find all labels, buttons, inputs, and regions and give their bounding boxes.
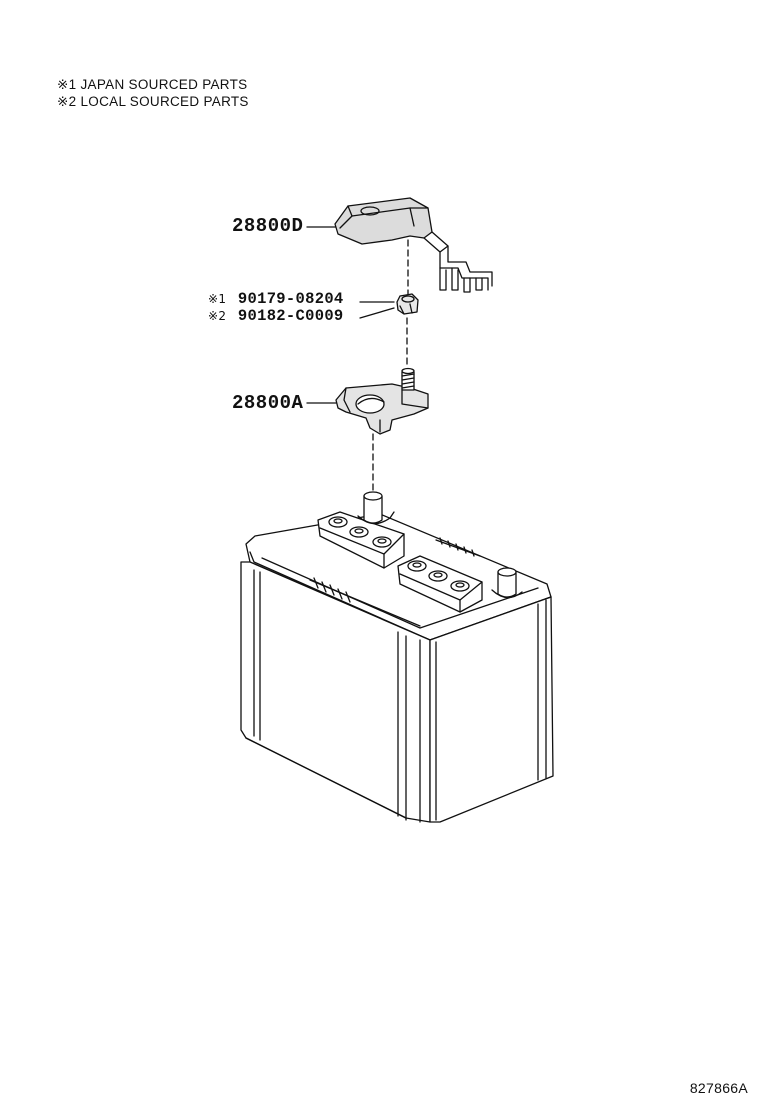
legend-mark: ※2 [57, 94, 77, 109]
legend-item-local: ※2 LOCAL SOURCED PARTS [57, 93, 249, 110]
callout-mark: ※2 [208, 309, 227, 323]
battery [240, 491, 554, 823]
callout-nut-japan: ※1 90179-08204 [208, 290, 344, 308]
assembly-lines [372, 239, 409, 493]
leader-lines [306, 226, 395, 404]
legend-text: LOCAL SOURCED PARTS [80, 94, 249, 109]
legend-text: JAPAN SOURCED PARTS [80, 77, 248, 92]
callout-part-number: 90182-C0009 [237, 307, 344, 325]
legend-item-japan: ※1 JAPAN SOURCED PARTS [57, 76, 249, 93]
callout-28800D: 28800D [232, 215, 304, 237]
legend: ※1 JAPAN SOURCED PARTS ※2 LOCAL SOURCED … [57, 76, 249, 110]
terminal-cover [334, 197, 493, 293]
legend-mark: ※1 [57, 77, 77, 92]
callout-28800A: 28800A [232, 392, 304, 414]
callout-nut-local: ※2 90182-C0009 [208, 307, 344, 325]
callout-mark: ※1 [208, 292, 227, 306]
terminal-clamp [335, 367, 429, 435]
figure-id: 827866A [689, 1080, 748, 1096]
callout-part-number: 90179-08204 [237, 290, 344, 308]
nut [396, 293, 419, 315]
